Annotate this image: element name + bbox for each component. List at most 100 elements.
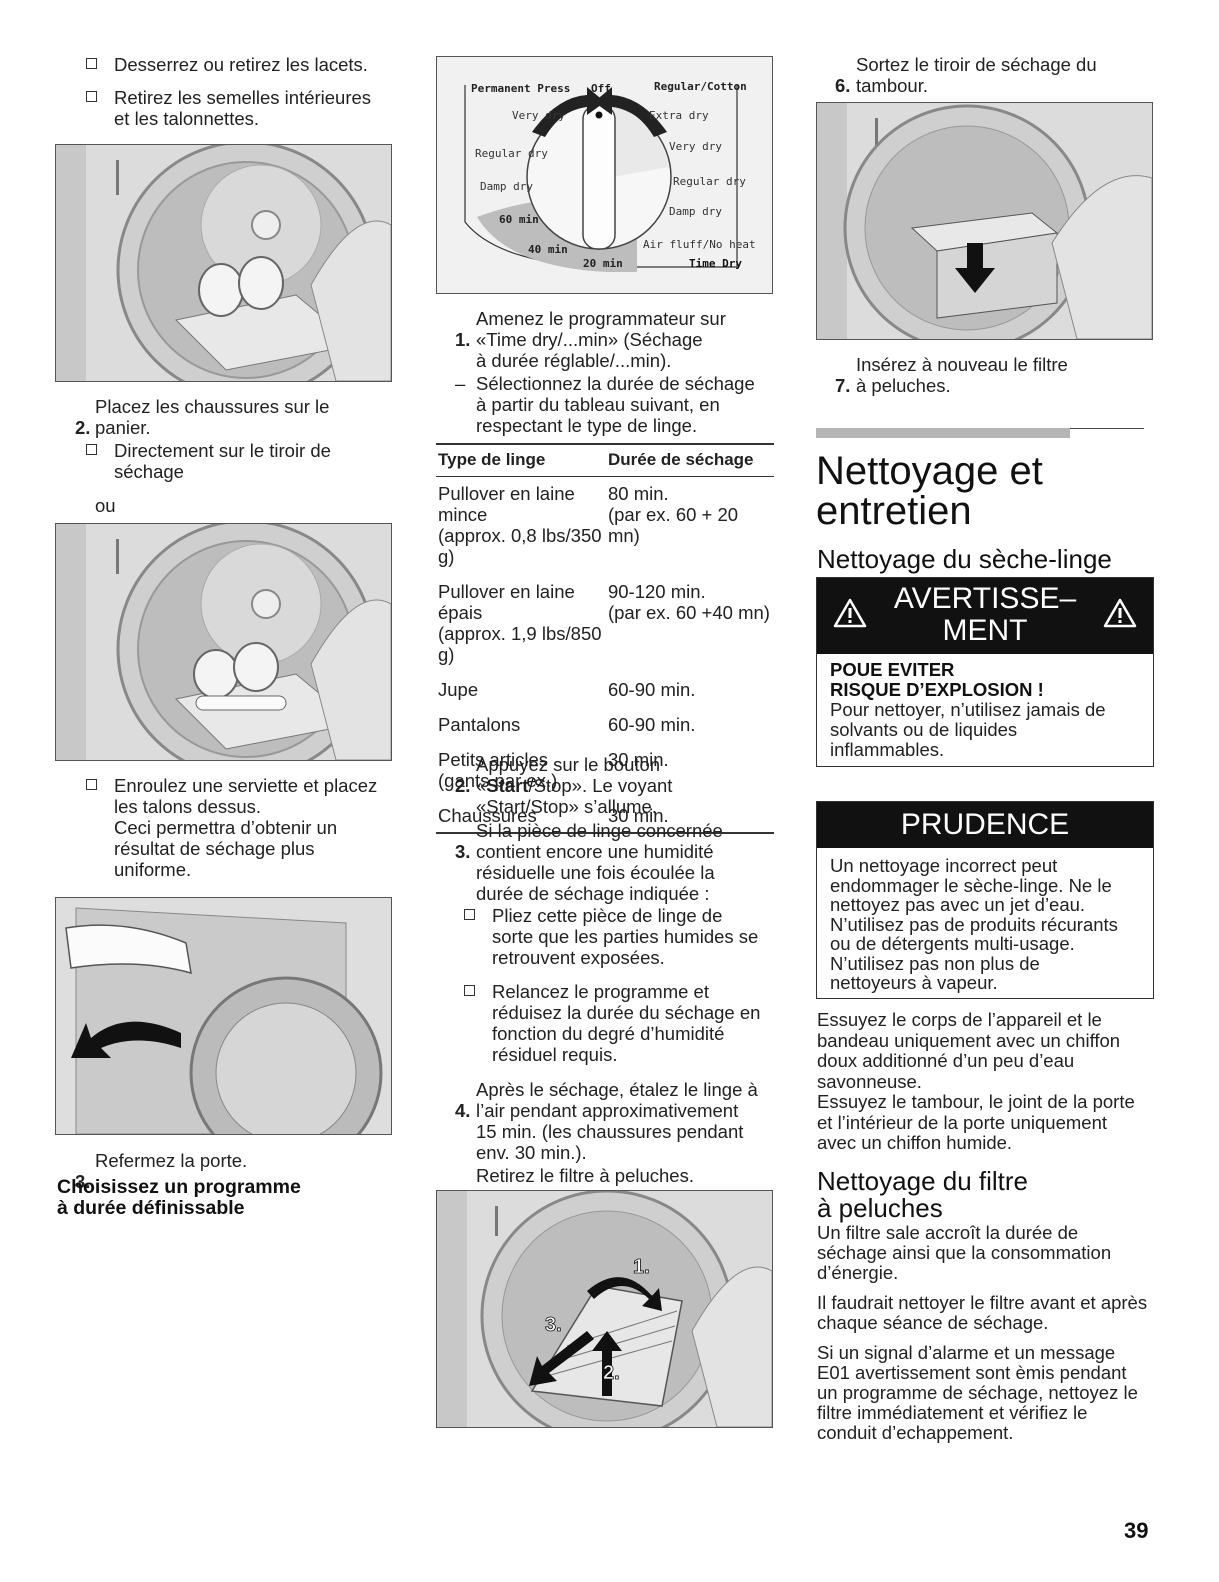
step-3-col1: 3. — [75, 1150, 90, 1192]
step-number: 1. — [455, 329, 471, 350]
table-cell-duration: 30 min. — [607, 805, 669, 826]
warning-triangle-icon — [833, 598, 867, 628]
step-1-col2: 1. — [455, 308, 470, 350]
table-cell-duration: 90-120 min. (par ex. 60 +40 mn) — [607, 581, 770, 623]
figure-remove-lint-filter: 1. 2. 3. — [436, 1190, 773, 1428]
label-right-damp-dry: Damp dry — [669, 205, 722, 218]
table-cell-type: Chaussures — [438, 805, 537, 826]
dash-mark: – — [455, 373, 466, 394]
warning-triangle-icon — [1103, 598, 1137, 628]
checkbox-icon — [86, 779, 97, 790]
step-2-text: Appuyez sur le bouton «Start/Stop». Le v… — [476, 754, 776, 817]
figure-shoes-on-towel — [55, 523, 392, 761]
step-2-col1: 2. — [75, 396, 375, 438]
step-number: 6. — [835, 75, 851, 96]
dryer-drum-illustration — [56, 145, 391, 381]
warning-text: Pour nettoyer, n’utilisez jamais de solv… — [830, 699, 1106, 760]
start-label: Start — [486, 775, 529, 796]
label-60-min: 60 min — [499, 213, 539, 226]
step-number: 2. — [75, 417, 91, 438]
table-cell-type: Pullover en laine mince (approx. 0,8 lbs… — [438, 483, 602, 567]
mark-1: 1. — [633, 1256, 650, 1278]
program-dial-illustration: Permanent Press Off Regular/Cotton Very … — [437, 57, 772, 293]
page-title: Nettoyage et entretien — [816, 449, 1043, 533]
label-40-min: 40 min — [528, 243, 568, 256]
step-number: 2. — [455, 775, 471, 796]
bullet-text: Relancez le programme et réduisez la dur… — [492, 981, 761, 1065]
label-time-dry: Time Dry — [689, 257, 742, 270]
table-cell-duration: 30 min. — [607, 749, 669, 770]
label-right-very-dry: Very dry — [669, 140, 722, 153]
section-rule — [1070, 428, 1144, 429]
step-6-col3: 6. — [835, 54, 850, 96]
table-row: Chaussures 30 min. — [436, 791, 774, 832]
caution-heading: PRUDENCE — [817, 802, 1153, 848]
label-left-damp-dry: Damp dry — [480, 180, 533, 193]
step-number: 3. — [455, 841, 471, 862]
subtitle-cleaning-dryer: Nettoyage du sèche-linge — [817, 544, 1112, 574]
step-3-text: Si la pièce de linge concernée contient … — [476, 820, 723, 904]
warning-bold-text: POUE EVITER RISQUE D’EXPLOSION ! — [830, 659, 1044, 700]
dash-text: Sélectionnez la durée de séchage à parti… — [476, 373, 755, 436]
table-cell-type: Pantalons — [438, 714, 521, 735]
step-4-col2: 4. — [455, 1079, 470, 1121]
warning-heading: AVERTISSE– MENT — [893, 582, 1077, 647]
warning-header: AVERTISSE– MENT — [817, 578, 1153, 654]
step-number: 7. — [835, 375, 851, 396]
step-4-text: Après le séchage, étalez le linge à l’ai… — [476, 1079, 758, 1163]
drying-time-table: Type de linge Durée de séchage Pullover … — [436, 443, 774, 834]
table-row: Pullover en laine mince (approx. 0,8 lbs… — [436, 477, 774, 567]
figure-close-door — [55, 897, 392, 1135]
bullet-text: Pliez cette pièce de linge de sorte que … — [492, 905, 759, 968]
or-label: ou — [95, 495, 116, 516]
label-right-regular-dry: Regular dry — [673, 175, 746, 188]
table-header: Type de linge Durée de séchage — [436, 445, 774, 477]
checkbox-icon — [86, 91, 97, 102]
figure-dial: Permanent Press Off Regular/Cotton Very … — [436, 56, 773, 294]
lint-filter-illustration: 1. 2. 3. — [437, 1191, 772, 1427]
label-permanent-press: Permanent Press — [471, 82, 570, 95]
table-header-type: Type de linge — [438, 450, 546, 469]
step-2-text: Placez les chaussures sur le panier. — [95, 396, 330, 438]
table-cell-duration: 60-90 min. — [607, 714, 696, 735]
table-header-duration: Durée de séchage — [607, 450, 754, 469]
table-cell-type: Petits articles (gants par ex.) — [438, 749, 558, 791]
caution-box: PRUDENCE Un nettoyage incorrect peut end… — [816, 801, 1154, 999]
warning-box: AVERTISSE– MENT POUE EVITER RISQUE D’EXP… — [816, 577, 1154, 767]
lint-paragraph-2: Il faudrait nettoyer le filtre avant et … — [817, 1292, 1148, 1333]
figure-remove-drawer — [816, 102, 1153, 340]
step-number: 3. — [75, 1171, 91, 1192]
step-3-text: Refermez la porte. — [95, 1150, 248, 1171]
caution-text: Un nettoyage incorrect peut endommager l… — [830, 855, 1118, 993]
label-left-regular-dry: Regular dry — [475, 147, 548, 160]
step-number: 4. — [455, 1100, 471, 1121]
bullet-text: Desserrez ou retirez les lacets. — [114, 54, 368, 75]
bullet-text: Enroulez une serviette et placez les tal… — [114, 775, 378, 880]
table-row: Pantalons 60-90 min. — [436, 700, 774, 735]
table-row: Jupe 60-90 min. — [436, 665, 774, 700]
table-row: Pullover en laine épais (approx. 1,9 lbs… — [436, 567, 774, 665]
section-bar — [816, 428, 1070, 438]
label-regular-cotton: Regular/Cotton — [654, 80, 747, 93]
cleaning-paragraph: Essuyez le corps de l’appareil et le ban… — [817, 1009, 1135, 1153]
step-3-col2: 3. — [455, 820, 470, 862]
table-cell-duration: 60-90 min. — [607, 679, 696, 700]
table-cell-duration: 80 min. (par ex. 60 + 20 mn) — [607, 483, 739, 546]
step-5-text: Retirez le filtre à peluches. — [476, 1165, 694, 1186]
label-extra-dry: Extra dry — [649, 109, 709, 122]
label-20-min: 20 min — [583, 257, 623, 270]
label-air-fluff: Air fluff/No heat — [643, 238, 756, 251]
label-left-very-dry: Very dry — [512, 109, 565, 122]
subtitle-lint-filter: Nettoyage du filtre à peluches — [817, 1166, 1029, 1223]
bullet-text: Retirez les semelles intérieures et les … — [114, 87, 372, 129]
table-cell-type: Jupe — [438, 679, 479, 700]
step-1-text: Amenez le programmateur sur «Time dry/..… — [476, 308, 726, 371]
section-heading-programme: Choisissez un programme à durée définiss… — [57, 1176, 301, 1219]
door-closing-illustration — [56, 898, 391, 1134]
step-2-post: /Stop». Le voyant «Start/Stop» s’allume. — [476, 775, 673, 817]
bullet-text: Directement sur le tiroir de séchage — [114, 440, 331, 482]
step-2-col2: 2. — [455, 754, 470, 796]
checkbox-icon — [86, 58, 97, 69]
table-cell-type: Pullover en laine épais (approx. 1,9 lbs… — [438, 581, 602, 665]
checkbox-icon — [464, 909, 475, 920]
